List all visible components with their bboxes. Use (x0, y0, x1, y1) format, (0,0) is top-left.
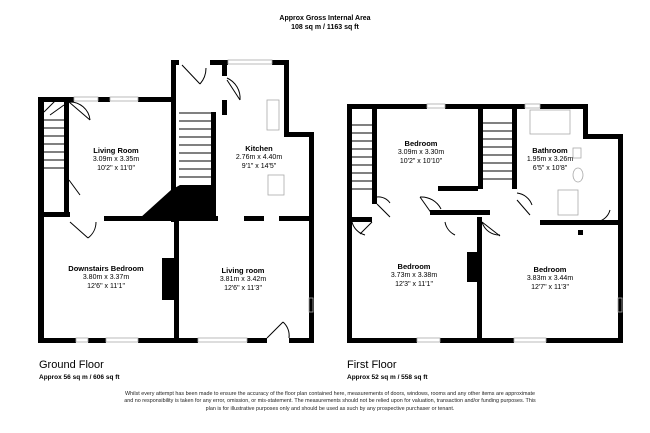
room-name: Living Room (93, 146, 139, 155)
room-living-room-2: Living room 3.81m x 3.42m 12'6" x 11'3" (220, 266, 266, 293)
room-metric: 3.83m x 3.44m (526, 275, 574, 282)
room-imperial: 10'2" x 11'0" (97, 165, 135, 172)
first-floor-area: Approx 52 sq m / 558 sq ft (347, 374, 428, 381)
disclaimer-text: Whilst every attempt has been made to en… (124, 391, 536, 412)
room-name: Bedroom (404, 139, 438, 148)
room-bedroom-2: Bedroom 3.73m x 3.38m 12'3" x 11'1" (391, 262, 437, 289)
ground-floor-details (43, 64, 290, 339)
room-kitchen: Kitchen 2.76m x 4.40m 9'1" x 14'5" (236, 144, 282, 171)
room-name: Bedroom (397, 262, 431, 271)
gross-area-title: Approx Gross Internal Area (279, 15, 371, 22)
room-bathroom: Bathroom 1.95m x 3.26m 6'5" x 10'8" (527, 146, 573, 173)
first-floor-fixtures (416, 103, 623, 343)
room-metric: 3.09m x 3.30m (397, 149, 445, 156)
first-floor-plan (347, 104, 623, 343)
ground-floor-plan (38, 60, 314, 343)
room-metric: 3.73m x 3.38m (390, 272, 438, 279)
room-name: Bathroom (532, 146, 568, 155)
room-living-room: Living Room 3.09m x 3.35m 10'2" x 11'0" (93, 146, 139, 173)
room-name: Living room (221, 266, 265, 275)
room-metric: 3.09m x 3.35m (92, 156, 140, 163)
room-name: Kitchen (245, 144, 273, 153)
room-name: Bedroom (533, 265, 567, 274)
room-bedroom-3: Bedroom 3.83m x 3.44m 12'7" x 11'3" (527, 265, 573, 292)
room-imperial: 12'7" x 11'3" (531, 284, 569, 291)
room-name: Downstairs Bedroom (68, 264, 144, 273)
room-metric: 3.81m x 3.42m (219, 276, 267, 283)
first-floor-title: First Floor (347, 359, 397, 371)
room-downstairs-bedroom: Downstairs Bedroom 3.80m x 3.37m 12'6" x… (68, 264, 143, 291)
ground-floor-windows (73, 59, 314, 343)
first-floor-details (351, 122, 611, 237)
ground-floor-area: Approx 56 sq m / 606 sq ft (39, 374, 120, 381)
ground-floor-title: Ground Floor (39, 359, 104, 371)
room-metric: 3.80m x 3.37m (82, 274, 130, 281)
room-imperial: 6'5" x 10'8" (532, 165, 568, 172)
room-imperial: 12'6" x 11'3" (224, 285, 262, 292)
room-metric: 2.76m x 4.40m (235, 154, 283, 161)
room-metric: 1.95m x 3.26m (526, 156, 574, 163)
room-imperial: 12'3" x 11'1" (395, 281, 433, 288)
room-imperial: 9'1" x 14'5" (241, 163, 277, 170)
room-imperial: 12'6" x 11'1" (87, 283, 125, 290)
room-imperial: 10'2" x 10'10" (399, 158, 443, 165)
room-bedroom-1: Bedroom 3.09m x 3.30m 10'2" x 10'10" (398, 139, 444, 166)
gross-area-value: 108 sq m / 1163 sq ft (291, 24, 359, 31)
